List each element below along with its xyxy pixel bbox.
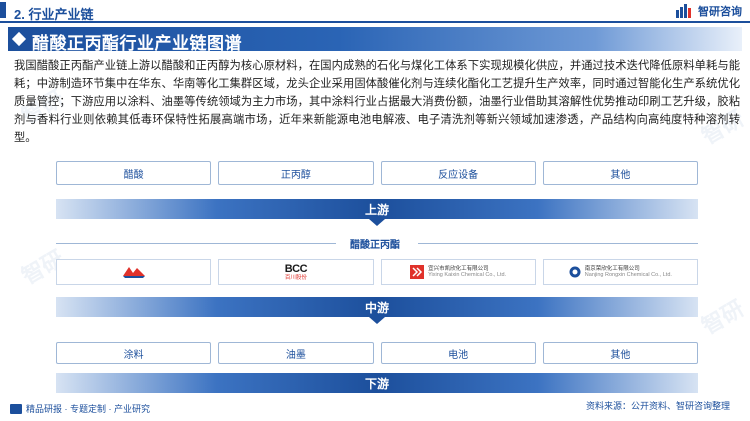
top-bar: 2. 行业产业链 智研咨询	[0, 0, 750, 24]
upstream-item: 其他	[542, 161, 698, 185]
downstream-row: 涂料 油墨 电池 其他	[56, 342, 698, 364]
midstream-label: 中游	[364, 300, 389, 315]
downstream-item: 油墨	[218, 342, 374, 364]
arrow-down-icon	[369, 219, 385, 226]
brand[interactable]: 智研咨询	[676, 3, 742, 19]
company-subname: Nanjing Rongxin Chemical Co., Ltd.	[584, 272, 672, 278]
description-paragraph: 我国醋酸正丙酯产业链上游以醋酸和正丙醇为核心原材料，在国内成熟的石化与煤化工体系…	[14, 60, 740, 144]
wave-logo-icon	[122, 267, 145, 278]
downstream-bar: 下游	[56, 373, 698, 393]
bcc-logo-icon: BCC	[284, 263, 308, 275]
company-logos: BCC 百川股份 宜兴市凯欣化工有限公司 Yixing Kaixin Chemi…	[56, 259, 698, 285]
company-logo-card[interactable]: 南京荣欣化工有限公司 Nanjing Rongxin Chemical Co.,…	[542, 259, 698, 285]
midstream-bar: 中游	[56, 297, 698, 324]
company-subname: 百川股份	[284, 275, 307, 281]
rongxin-logo-icon	[569, 266, 581, 278]
arrow-down-icon	[369, 317, 385, 324]
company-name: 宜兴市凯欣化工有限公司	[428, 266, 489, 272]
title-banner: 醋酸正丙酯行业产业链图谱	[8, 27, 742, 53]
divider-line	[418, 243, 698, 244]
kaixin-logo-icon	[410, 265, 425, 279]
diamond-icon	[11, 31, 27, 47]
company-subname: Yixing Kaixin Chemical Co., Ltd.	[428, 272, 507, 278]
company-logo-card[interactable]: BCC 百川股份	[218, 259, 374, 285]
header-divider	[0, 21, 750, 23]
upstream-item: 醋酸	[56, 161, 212, 185]
downstream-item: 涂料	[56, 342, 212, 364]
upstream-label: 上游	[364, 202, 389, 217]
upstream-item: 正丙醇	[218, 161, 374, 185]
section-title: 2. 行业产业链	[14, 7, 94, 22]
footer-tagline: 精品研报 · 专题定制 · 产业研究	[10, 402, 150, 415]
page-title: 醋酸正丙酯行业产业链图谱	[32, 34, 242, 53]
report-icon	[10, 403, 22, 414]
upstream-bar: 上游	[56, 199, 698, 226]
downstream-label: 下游	[364, 376, 389, 391]
downstream-item: 其他	[542, 342, 698, 364]
brand-logo-icon	[676, 4, 691, 18]
company-name: 南京荣欣化工有限公司	[584, 266, 640, 272]
downstream-item: 电池	[380, 342, 536, 364]
upstream-row: 醋酸 正丙醇 反应设备 其他	[56, 161, 698, 185]
watermark: 智研	[697, 295, 749, 340]
source-note: 资料来源：公开资料、智研咨询整理	[585, 401, 730, 411]
company-logo-card[interactable]: 宜兴市凯欣化工有限公司 Yixing Kaixin Chemical Co., …	[380, 259, 536, 285]
company-logo-card[interactable]	[56, 259, 212, 285]
upstream-item: 反应设备	[380, 161, 536, 185]
section-accent	[0, 2, 6, 18]
brand-name: 智研咨询	[698, 6, 742, 18]
footer-text: 精品研报 · 专题定制 · 产业研究	[26, 404, 150, 414]
divider-line	[56, 243, 336, 244]
midstream-product-label: 醋酸正丙酯	[350, 240, 400, 251]
